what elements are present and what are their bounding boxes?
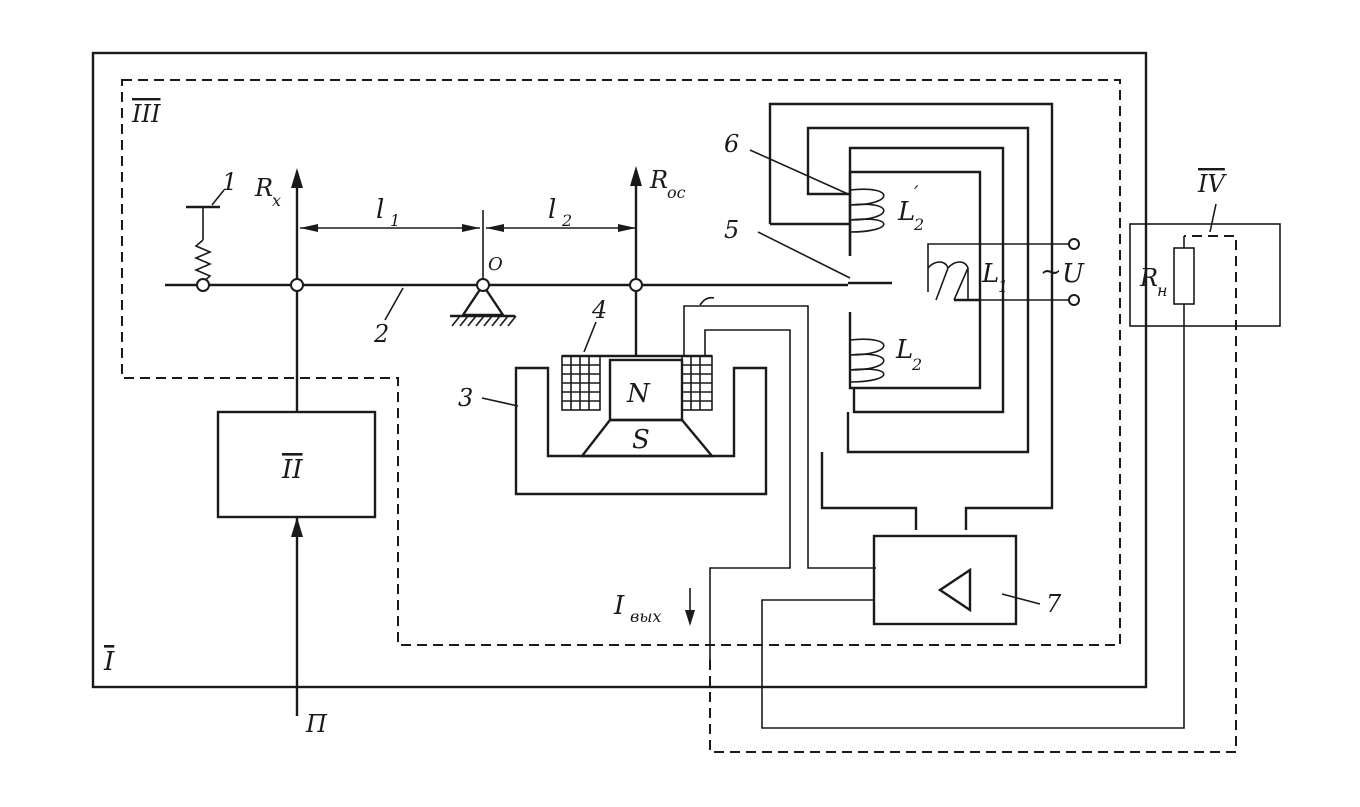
label-L2-sub: 2 xyxy=(911,355,922,374)
label-U: U xyxy=(1062,259,1085,289)
coil-4-grid-left xyxy=(562,356,600,410)
label-Iout: I xyxy=(613,591,625,621)
terminal-U-top xyxy=(1068,238,1080,250)
label-7: 7 xyxy=(1046,590,1062,618)
label-L1: L xyxy=(981,259,999,289)
label-Rx: R xyxy=(254,174,273,202)
leader-2 xyxy=(384,287,404,321)
core-lower xyxy=(848,300,982,390)
label-L1-sub: 1 xyxy=(998,277,1008,296)
label-6: 6 xyxy=(724,130,739,158)
label-L2prime-sub: 2 xyxy=(913,215,924,234)
label-O: O xyxy=(488,254,503,275)
label-Rx-sub: x xyxy=(272,191,281,210)
label-L2prime-mark: ′ xyxy=(914,181,919,205)
leader-IV xyxy=(1209,203,1217,233)
label-L2: L xyxy=(895,335,913,365)
leader-4 xyxy=(583,321,597,353)
label-Roc: R xyxy=(649,166,668,194)
label-l2-sub: 2 xyxy=(561,211,572,230)
core-outermost xyxy=(768,102,1054,530)
label-l2: l xyxy=(548,195,556,225)
magnet-3-outer xyxy=(514,366,768,496)
frame-I xyxy=(91,51,1148,689)
label-l1-sub: 1 xyxy=(390,211,400,230)
arrow-Roc xyxy=(630,166,642,186)
core-link-lower xyxy=(806,172,850,196)
coil-lead-2 xyxy=(704,329,791,660)
coil-lead-hook xyxy=(699,296,715,306)
coil-L2 xyxy=(849,338,885,383)
leader-6 xyxy=(749,149,849,195)
pivot-Rx xyxy=(290,278,304,292)
label-3: 3 xyxy=(458,384,473,412)
dashed-zone-III xyxy=(121,79,1121,646)
leader-3 xyxy=(481,397,519,407)
label-P: П xyxy=(305,710,328,738)
label-Roc-sub: ос xyxy=(667,183,686,202)
label-zone-I: I xyxy=(103,647,115,677)
label-zone-II: II xyxy=(281,455,303,485)
coil-4-grid-right xyxy=(682,356,712,410)
dim-l1-arrow-right xyxy=(462,224,480,232)
coil-L2prime xyxy=(849,188,885,233)
label-N: N xyxy=(626,379,651,409)
leader-7 xyxy=(1001,593,1041,605)
dim-l1-arrow-left xyxy=(300,224,318,232)
label-l1: l xyxy=(376,195,384,225)
L1-lead-top xyxy=(927,243,1074,268)
resistor-Rn xyxy=(1173,247,1195,305)
coil-L1 xyxy=(927,261,980,301)
label-Rn: R xyxy=(1139,264,1158,292)
pivot-O xyxy=(476,278,490,292)
leader-5 xyxy=(757,231,851,279)
core-outer-big xyxy=(806,126,1030,454)
leader-1 xyxy=(211,189,225,206)
label-S: S xyxy=(632,425,650,455)
arrow-Rx xyxy=(291,168,303,188)
spring-1 xyxy=(193,239,213,283)
pivot-spring xyxy=(196,278,210,292)
label-2: 2 xyxy=(373,320,389,348)
dim-l2-arrow-right xyxy=(618,224,636,232)
Iout-arrow xyxy=(685,610,695,626)
output-wire-dashed xyxy=(709,235,1237,753)
label-zone-IV: IV xyxy=(1197,170,1227,198)
label-zone-III: III xyxy=(131,100,161,128)
label-tilde: ~ xyxy=(1040,257,1062,287)
terminal-U-bottom xyxy=(1068,294,1080,306)
block-IV xyxy=(1129,223,1281,327)
arrow-P xyxy=(291,517,303,537)
amp-input-left xyxy=(820,452,918,530)
label-1: 1 xyxy=(222,168,237,196)
core-outer-upper xyxy=(848,146,1005,414)
label-L2prime: L xyxy=(897,197,915,227)
label-5: 5 xyxy=(724,216,739,244)
label-Iout-sub: вых xyxy=(630,607,661,626)
amplifier-symbol xyxy=(937,567,972,613)
ground-hatch xyxy=(451,315,517,327)
dim-l2-arrow-left xyxy=(486,224,504,232)
label-Rn-sub: н xyxy=(1157,281,1168,300)
output-wire-1 xyxy=(761,304,1185,729)
pivot-Roc xyxy=(629,278,643,292)
amplifier-7 xyxy=(872,534,1018,626)
coil-lead-1 xyxy=(683,305,876,569)
label-4: 4 xyxy=(591,296,607,324)
